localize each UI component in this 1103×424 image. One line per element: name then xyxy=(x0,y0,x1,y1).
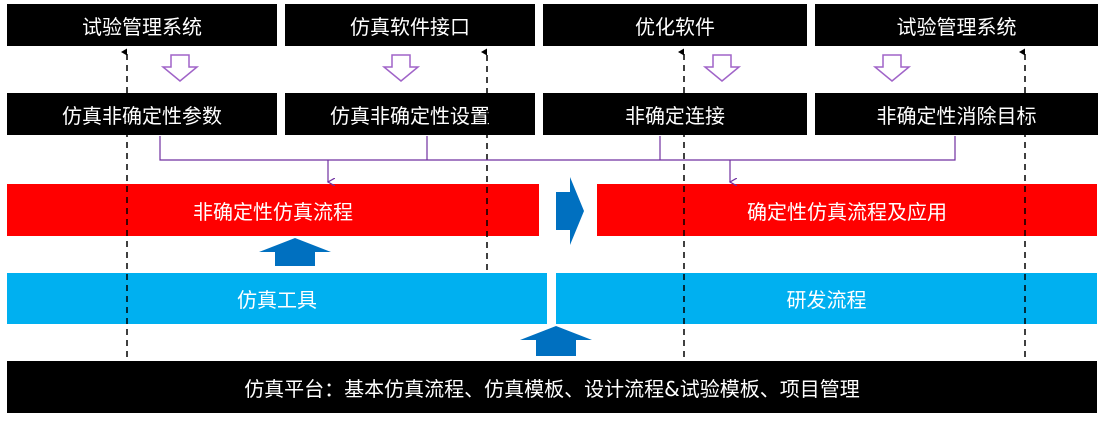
platform-label: 仿真平台：基本仿真流程、仿真模板、设计流程&试验模板、项目管理 xyxy=(244,376,860,401)
second-box-label: 非确定性消除目标 xyxy=(876,103,1037,128)
purple-connectors xyxy=(159,136,956,182)
blue-up-arrow-icon xyxy=(520,326,592,356)
box-uncertainty-elimination-target: 非确定性消除目标 xyxy=(815,93,1098,135)
top-box-label: 试验管理系统 xyxy=(82,14,202,39)
hollow-down-arrow-icon xyxy=(702,54,742,82)
box-uncertain-connection: 非确定连接 xyxy=(543,93,807,135)
blue-up-arrow-icon xyxy=(259,238,331,266)
process-label: 确定性仿真流程及应用 xyxy=(747,199,947,224)
second-box-label: 非确定连接 xyxy=(625,103,725,128)
top-box-label: 试验管理系统 xyxy=(896,14,1017,39)
box-sim-uncertainty-settings: 仿真非确定性设置 xyxy=(285,93,535,135)
dashed-upward-lines xyxy=(121,48,1026,357)
connector-bus xyxy=(159,136,956,161)
hollow-down-arrow-icon xyxy=(381,54,421,82)
top-box-test-management-2: 试验管理系统 xyxy=(815,4,1098,46)
uncertain-sim-process: 非确定性仿真流程 xyxy=(7,184,539,236)
tools-label: 研发流程 xyxy=(786,288,867,312)
certain-sim-process-application: 确定性仿真流程及应用 xyxy=(597,184,1097,236)
second-box-label: 仿真非确定性设置 xyxy=(330,103,490,128)
rd-process: 研发流程 xyxy=(556,273,1097,324)
blue-right-arrow-icon xyxy=(556,177,584,245)
sim-tools: 仿真工具 xyxy=(7,273,547,324)
top-box-test-management-1: 试验管理系统 xyxy=(7,4,277,46)
top-box-label: 仿真软件接口 xyxy=(350,14,470,39)
top-box-optimization: 优化软件 xyxy=(543,4,807,46)
tools-label: 仿真工具 xyxy=(237,288,317,312)
box-sim-uncertainty-params: 仿真非确定性参数 xyxy=(7,93,277,135)
hollow-down-arrow-icon xyxy=(872,54,912,82)
top-box-sim-interface: 仿真软件接口 xyxy=(285,4,535,46)
second-box-label: 仿真非确定性参数 xyxy=(62,103,222,128)
hollow-down-arrows xyxy=(160,54,912,82)
process-label: 非确定性仿真流程 xyxy=(193,199,353,224)
hollow-down-arrow-icon xyxy=(160,54,200,82)
sim-platform: 仿真平台：基本仿真流程、仿真模板、设计流程&试验模板、项目管理 xyxy=(7,361,1097,413)
top-box-label: 优化软件 xyxy=(635,14,715,39)
